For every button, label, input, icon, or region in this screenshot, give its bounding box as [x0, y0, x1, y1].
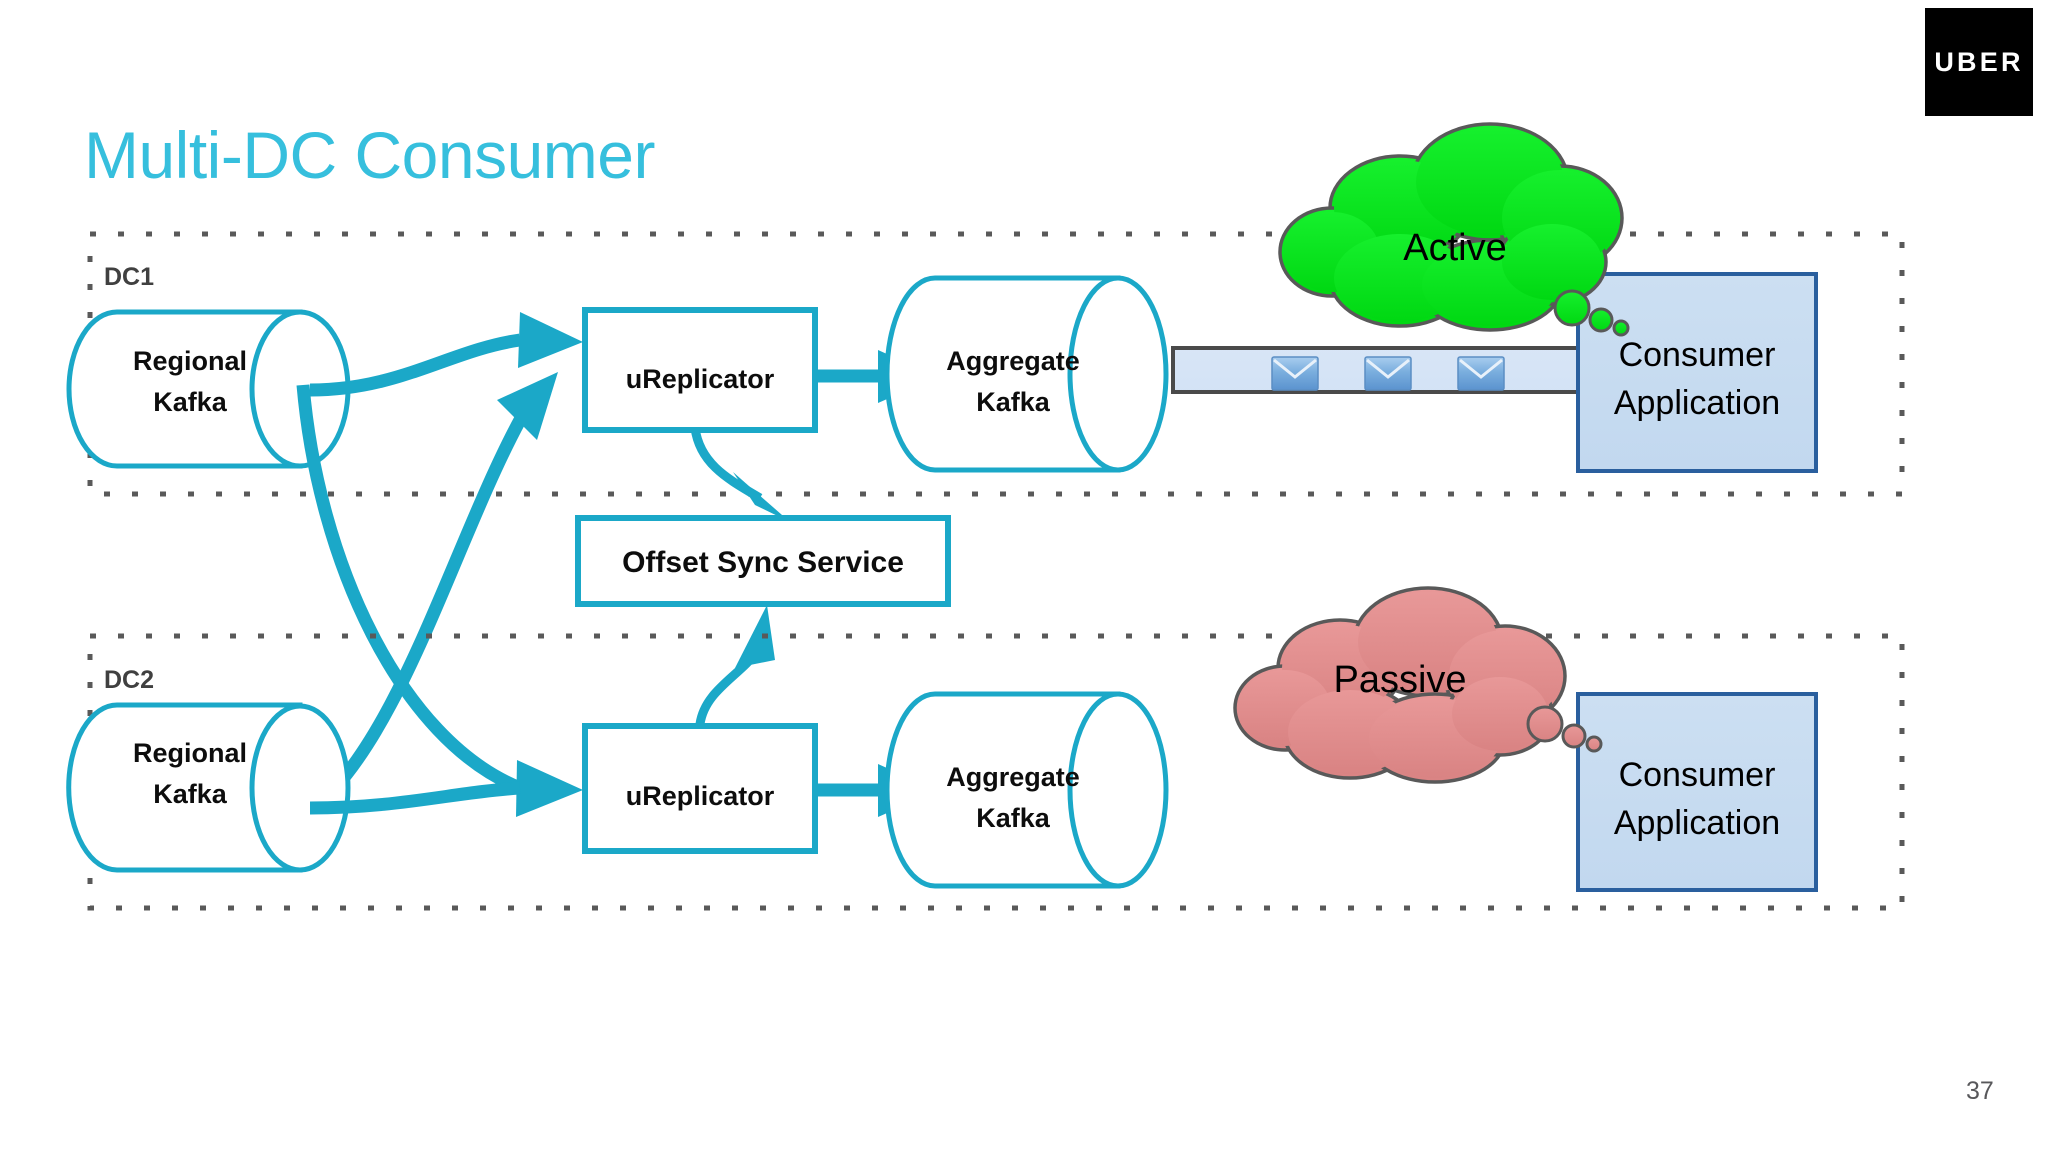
dc1-label: DC1: [104, 263, 154, 291]
slide-number: 37: [1966, 1077, 1994, 1105]
dc2-consumer-application-label-line1: Consumer: [1619, 756, 1776, 794]
dc1-regional-kafka[interactable]: Regional Kafka: [66, 309, 351, 469]
dc1-aggregate-kafka[interactable]: Aggregate Kafka: [884, 275, 1169, 473]
dc2-aggregate-kafka-label-line1: Aggregate: [946, 762, 1080, 792]
dc1-aggregate-kafka-cap: [1067, 275, 1169, 473]
envelope-icon: [1271, 356, 1319, 391]
active-cloud-tail-dot-1: [1553, 289, 1591, 327]
envelope-icon: [1364, 356, 1412, 391]
dc2-label: DC2: [104, 666, 154, 694]
active-cloud-tail-dot-3: [1612, 319, 1630, 337]
dc1-consumer-application-label-line2: Application: [1614, 384, 1780, 422]
dc1-ureplicator-label: uReplicator: [626, 364, 775, 394]
dc2-regional-kafka-label-line1: Regional: [133, 738, 247, 768]
dc2-consumer-application-label-line2: Application: [1614, 804, 1780, 842]
offset-sync-service[interactable]: Offset Sync Service: [575, 515, 951, 607]
page-title: Multi-DC Consumer: [84, 118, 655, 192]
uber-logo: UBER: [1925, 8, 2033, 116]
dc1-aggregate-kafka-body: [884, 275, 1121, 473]
dc2-regional-kafka-body: [66, 702, 303, 873]
dc2-consumer-application-box: [1576, 692, 1818, 892]
dc2-aggregate-kafka-body: [884, 691, 1121, 889]
active-status-label: Active: [1403, 227, 1506, 269]
offset-sync-service-label: Offset Sync Service: [622, 546, 904, 579]
active-status-cloud: Active: [1278, 122, 1630, 337]
dc1-consumer-application-label-line1: Consumer: [1619, 336, 1776, 374]
passive-cloud-tail-dot-3: [1585, 735, 1603, 753]
dc2-aggregate-kafka-cap: [1067, 691, 1169, 889]
dc2-aggregate-kafka[interactable]: Aggregate Kafka: [884, 691, 1169, 889]
dc2-consumer-application[interactable]: Consumer Application: [1576, 692, 1818, 892]
edge-dc1rk-to-dc1ur: [309, 312, 583, 397]
dc2-regional-kafka-cap: [249, 703, 351, 873]
offset-sync-service-box: [575, 515, 951, 607]
passive-cloud-tail-dot-2: [1561, 723, 1587, 749]
passive-status-label: Passive: [1333, 659, 1466, 701]
dc1-regional-kafka-body: [66, 309, 303, 469]
dc2-aggregate-kafka-label-line2: Kafka: [976, 803, 1051, 833]
active-cloud-tail-dot-2: [1588, 307, 1614, 333]
dc2-regional-kafka[interactable]: Regional Kafka: [66, 702, 351, 873]
dc2-regional-kafka-label-line2: Kafka: [153, 779, 228, 809]
dc1-consumer-application-box: [1576, 272, 1818, 473]
dc1-aggregate-kafka-label-line2: Kafka: [976, 387, 1051, 417]
dc1-ureplicator[interactable]: uReplicator: [582, 307, 818, 433]
uber-wordmark: UBER: [1934, 46, 2024, 77]
dc1-aggregate-kafka-label-line1: Aggregate: [946, 346, 1080, 376]
envelope-icon: [1457, 356, 1505, 391]
dc2-ureplicator[interactable]: uReplicator: [582, 723, 818, 854]
edge-dc2rk-to-dc2ur: [309, 781, 521, 815]
passive-cloud-tail-dot-1: [1526, 705, 1564, 743]
edge-dc2ur-to-offset-sync: [695, 605, 775, 725]
dc1-consumer-application[interactable]: Consumer Application: [1576, 272, 1818, 473]
passive-status-cloud: Passive: [1233, 586, 1603, 784]
dc2-ureplicator-label: uReplicator: [626, 781, 775, 811]
dc1-zone: DC1: [87, 231, 1905, 497]
dc1-ureplicator-box: [582, 307, 818, 433]
dc1-regional-kafka-label-line1: Regional: [133, 346, 247, 376]
edge-dc1ur-to-offset-sync: [690, 427, 790, 522]
dc1-regional-kafka-label-line2: Kafka: [153, 387, 228, 417]
